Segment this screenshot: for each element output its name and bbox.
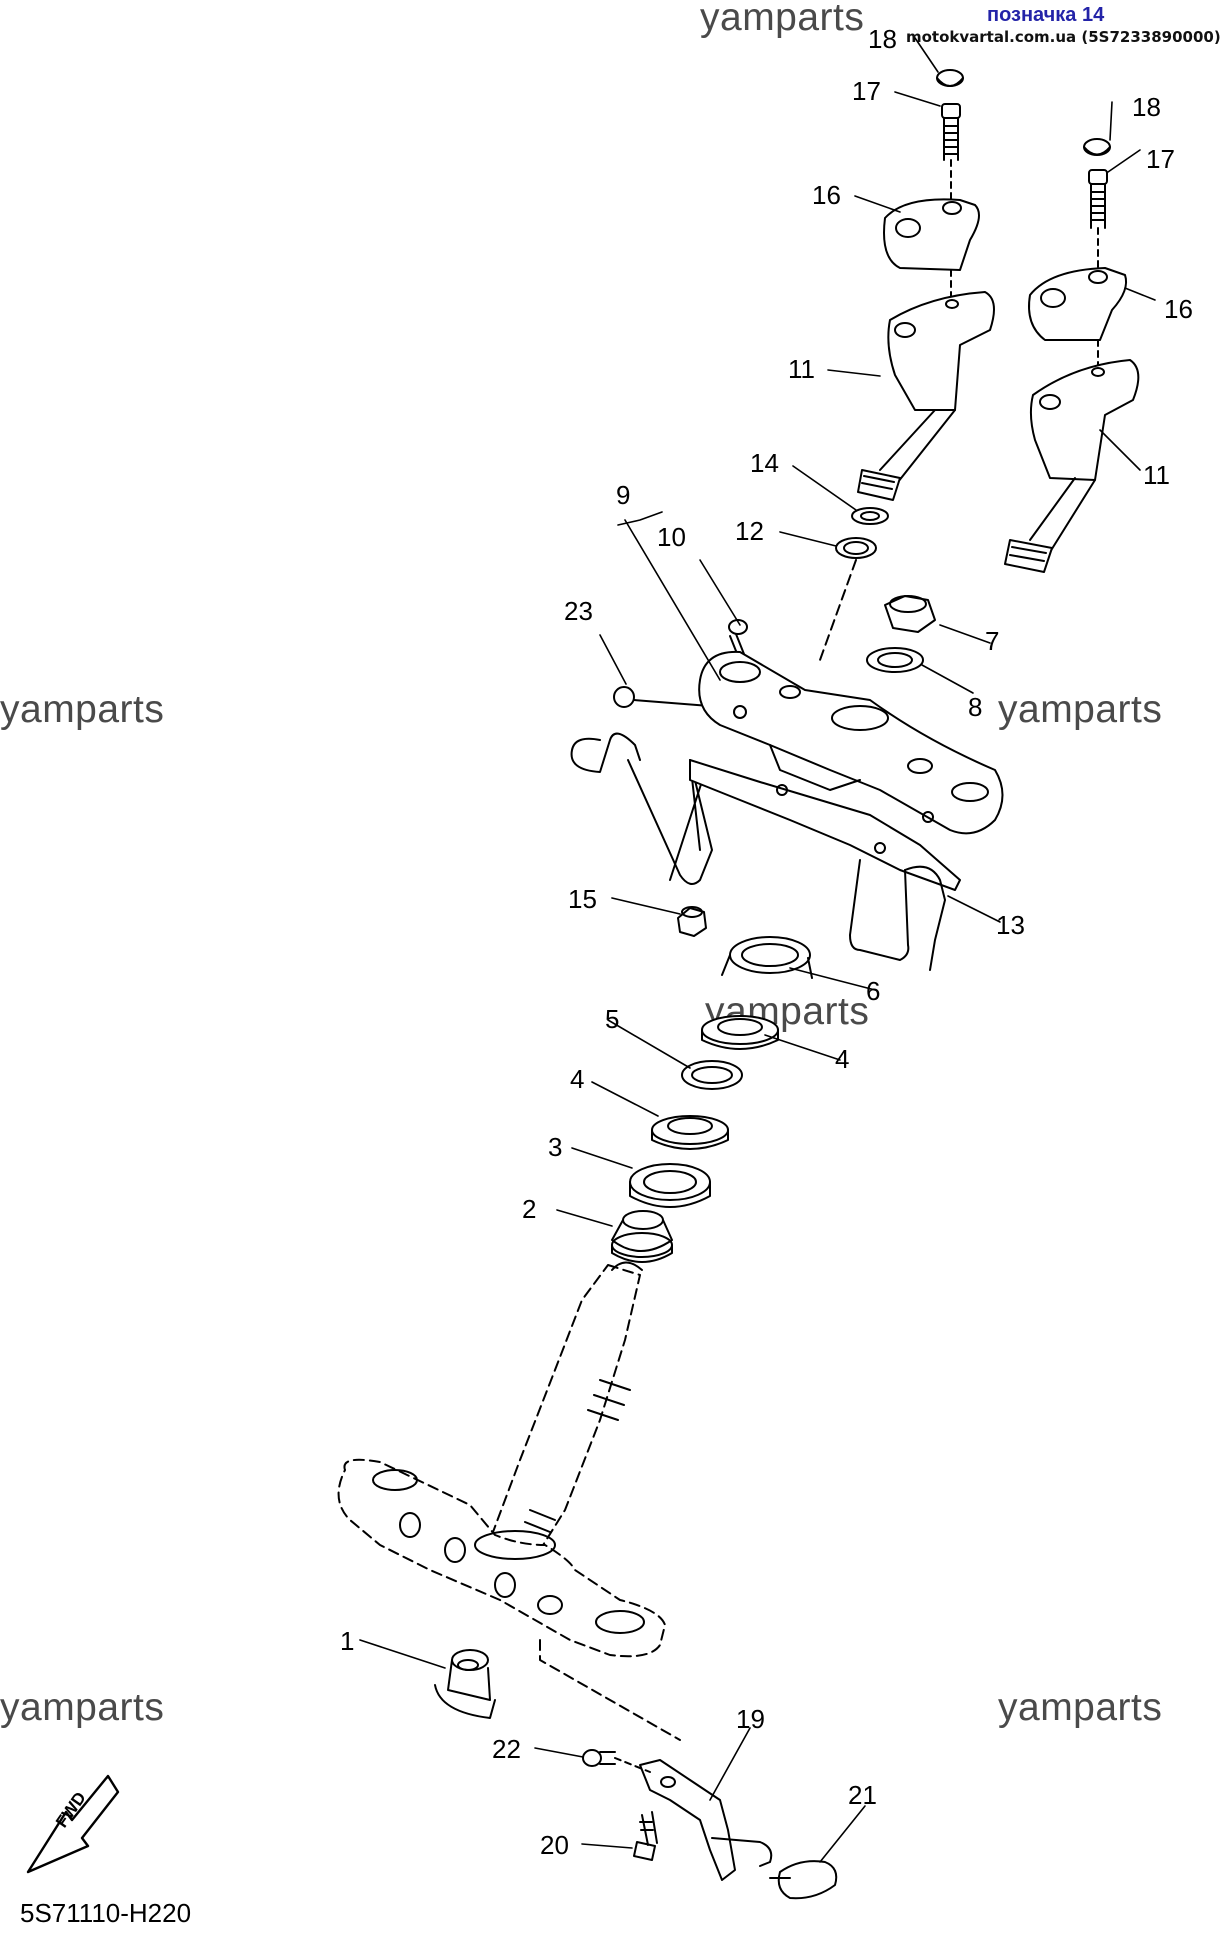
diagram-code: 5S71110-H220 (20, 1898, 192, 1928)
callout-13: 14 (750, 448, 779, 478)
callout-19: 19 (736, 1704, 765, 1734)
callout-23: 23 (564, 596, 593, 626)
callout-10: 10 (657, 522, 686, 552)
source-site: motokvartal.com.ua (5S7233890000) (906, 28, 1221, 46)
callout-21: 21 (848, 1780, 877, 1810)
callout-2: 2 (522, 1194, 537, 1224)
callout-6: 6 (866, 976, 881, 1006)
callout-17-left: 17 (852, 76, 881, 106)
callout-18-left: 18 (868, 24, 897, 54)
callout-11-left: 11 (788, 354, 815, 384)
callout-9: 9 (616, 480, 631, 510)
callout-17-right: 17 (1146, 144, 1175, 174)
callout-1: 1 (340, 1626, 355, 1656)
watermark-right-bottom: yamparts (998, 1686, 1163, 1729)
right-holder-assembly (1004, 138, 1140, 573)
watermark-left-bottom: yamparts (0, 1686, 165, 1729)
watermark-left-middle: yamparts (0, 688, 165, 731)
callout-5: 5 (605, 1004, 620, 1034)
callout-12: 12 (735, 516, 764, 546)
callout-20: 20 (540, 1830, 569, 1860)
upper-bracket (698, 650, 1004, 835)
wire-guide (570, 732, 961, 971)
reference-tag: позначка 14 (987, 4, 1105, 26)
callout-15: 15 (568, 884, 597, 914)
callout-18-right: 18 (1132, 92, 1161, 122)
callout-22: 22 (492, 1734, 521, 1764)
fwd-arrow-icon (26, 1774, 120, 1874)
left-holder-assembly (857, 69, 995, 501)
callout-4-upper: 4 (835, 1044, 850, 1074)
callout-7: 7 (985, 626, 1000, 656)
callout-16-left: 16 (812, 180, 841, 210)
callout-14: 13 (996, 910, 1025, 940)
watermark-top: yamparts (700, 0, 865, 39)
callout-11-right: 11 (1143, 460, 1170, 490)
watermark-right-middle: yamparts (998, 688, 1163, 731)
callout-8: 8 (968, 692, 983, 722)
steering-stem (337, 1261, 666, 1658)
callout-16-right: 16 (1164, 294, 1193, 324)
callout-3: 3 (548, 1132, 563, 1162)
callout-4-lower: 4 (570, 1064, 585, 1094)
